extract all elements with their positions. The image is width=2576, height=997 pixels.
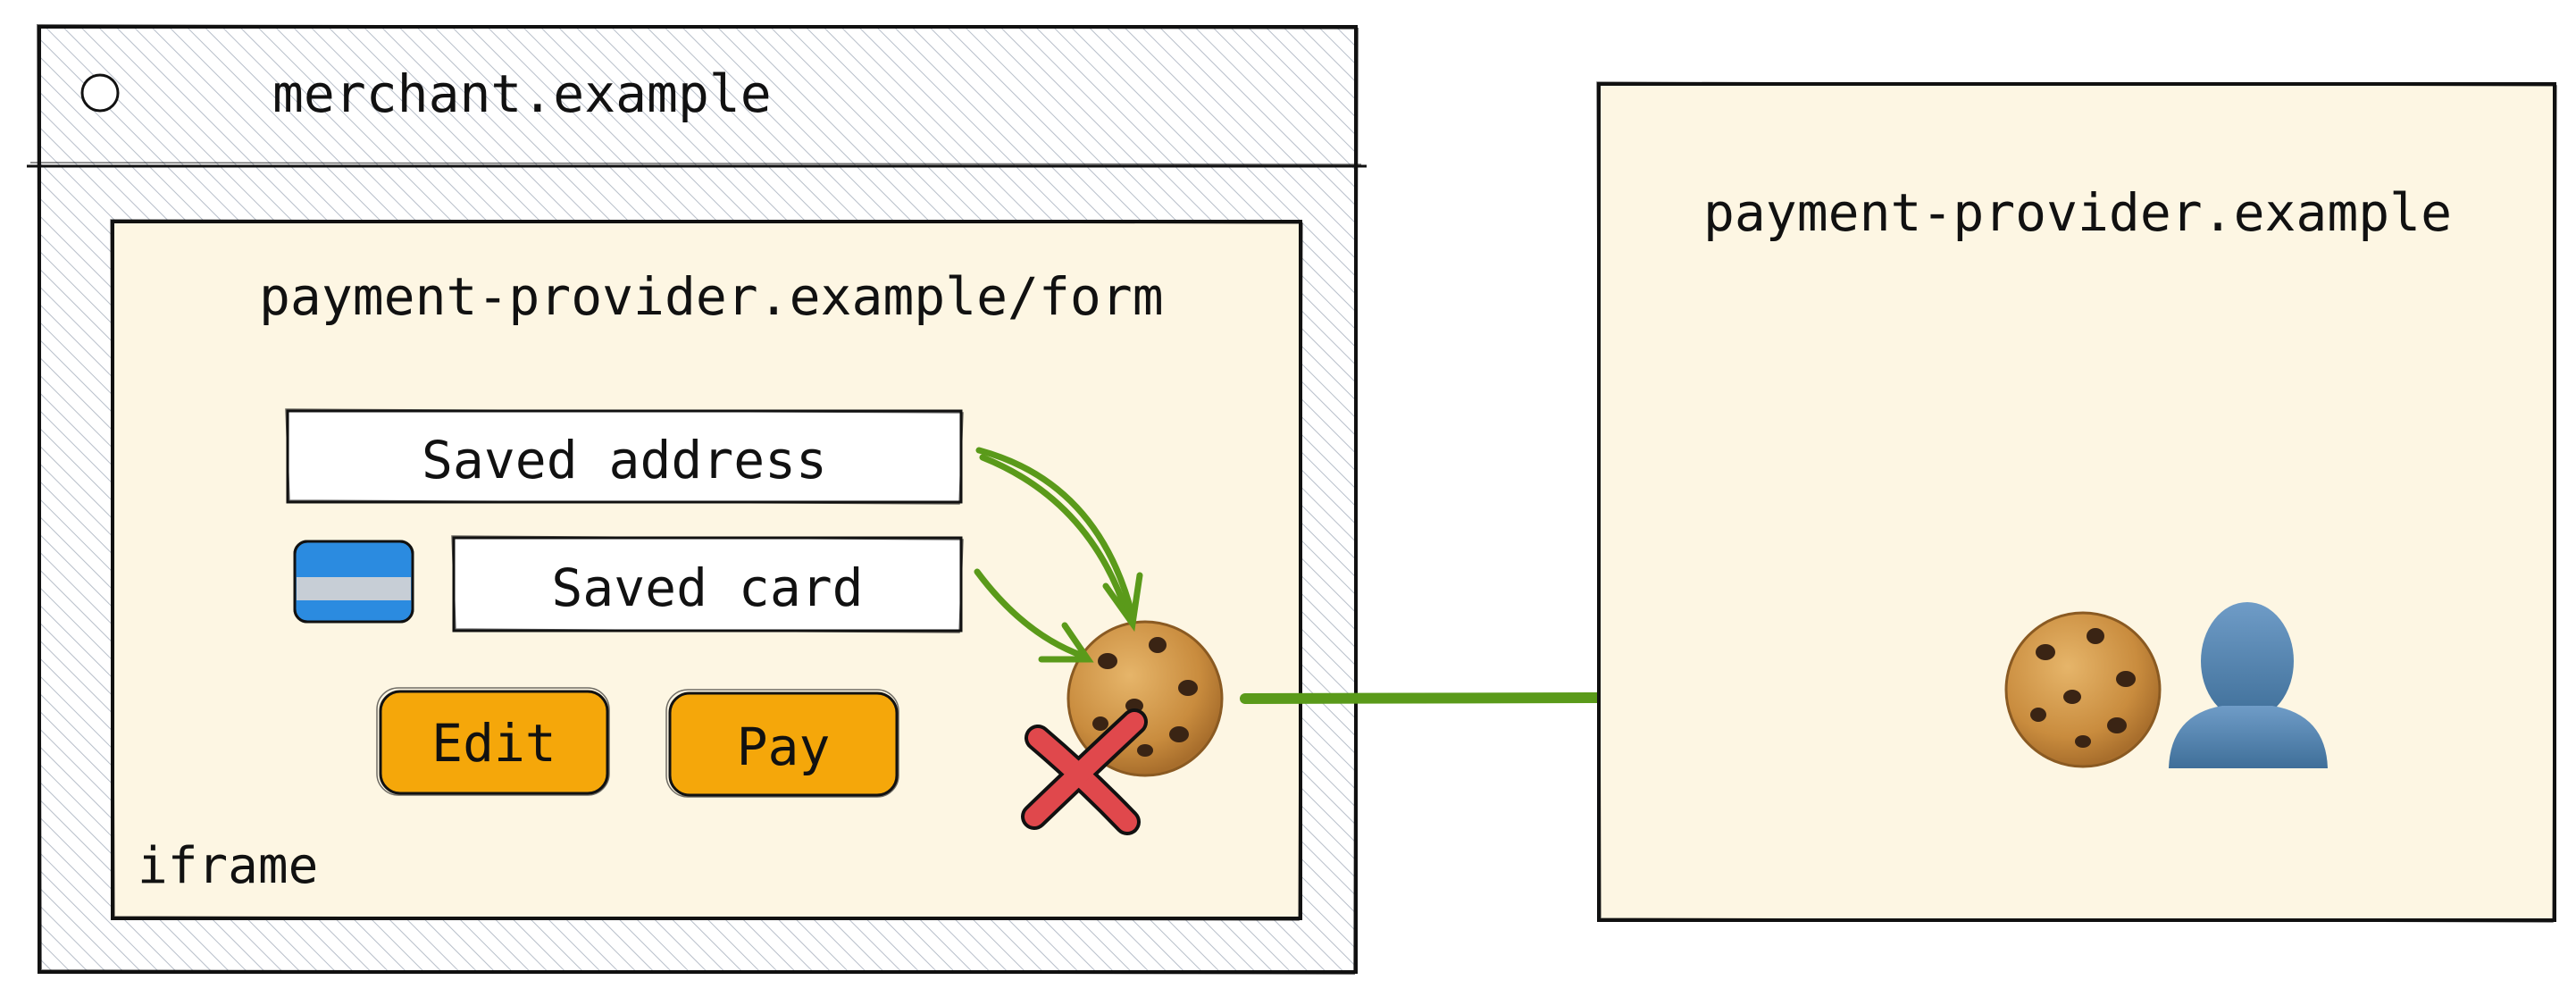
red-x-icon (1021, 708, 1148, 835)
iframe-label: iframe (138, 837, 318, 895)
browser-url: merchant.example (272, 63, 772, 124)
saved-card-field[interactable]: Saved card (451, 535, 964, 633)
iframe-panel: payment-provider.example/form iframe Sav… (110, 219, 1303, 921)
arrow-address-to-cookie (975, 447, 1143, 633)
pay-button[interactable]: Pay (665, 689, 899, 798)
credit-card-icon (293, 540, 414, 624)
saved-address-field[interactable]: Saved address (285, 408, 964, 505)
cookie-icon (2004, 611, 2162, 768)
iframe-url: payment-provider.example/form (259, 266, 1164, 327)
provider-url: payment-provider.example (1703, 182, 2452, 243)
browser-frame-sketch (36, 23, 1359, 976)
edit-button[interactable]: Edit (376, 687, 610, 796)
user-silhouette-icon (2169, 602, 2328, 768)
edit-button-label: Edit (431, 713, 556, 774)
saved-address-text: Saved address (422, 430, 827, 490)
circle-icon (80, 73, 120, 113)
saved-card-text: Saved card (551, 557, 863, 618)
pay-button-label: Pay (737, 716, 831, 777)
provider-panel: payment-provider.example (1596, 81, 2557, 923)
arrow-card-to-cookie (974, 568, 1094, 663)
